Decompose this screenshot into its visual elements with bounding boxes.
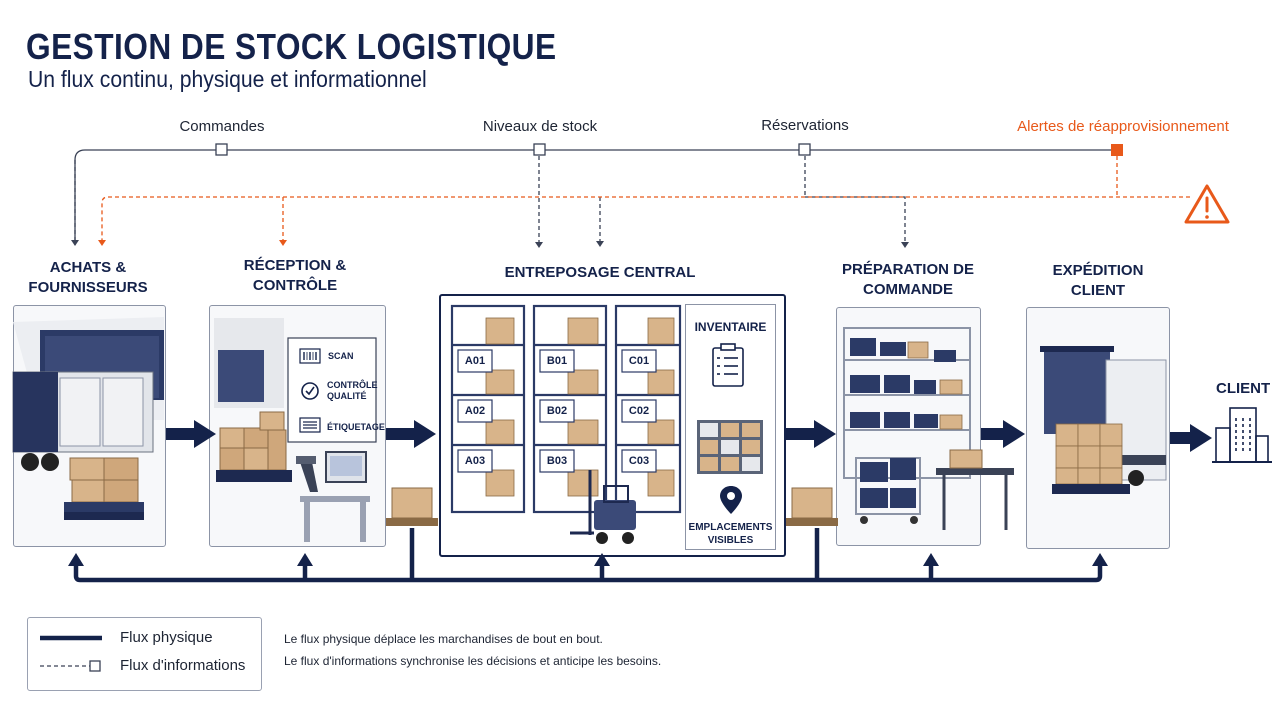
page-title: GESTION DE STOCK LOGISTIQUE [26, 26, 557, 67]
page-subtitle: Un flux continu, physique et information… [28, 66, 427, 92]
stage-title-line: CONTRÔLE [252, 277, 338, 294]
stage-title-line: COMMANDE [862, 281, 953, 298]
rack-label: C02 [628, 405, 650, 417]
stage-title-line: FOURNISSEURS [28, 279, 148, 296]
info-arrowheads [71, 240, 909, 248]
rack-label: A01 [464, 355, 486, 367]
client-label: CLIENT [1216, 380, 1271, 397]
alert-arrowheads [98, 240, 287, 246]
location-grid-icon [697, 420, 763, 474]
stage-title-line: PRÉPARATION DE [842, 261, 974, 278]
pallet-icon [907, 341, 963, 430]
stage-title-shipping: EXPÉDITION CLIENT [1053, 261, 1144, 301]
legend-swatches [40, 635, 102, 672]
rack-label: A02 [464, 405, 486, 417]
stage-title-line: CLIENT [1070, 282, 1126, 299]
check-labeling-label: ÉTIQUETAGE [327, 422, 385, 432]
clipboard-icon [712, 343, 744, 387]
stage-title-line: ACHATS & [49, 259, 127, 276]
building-icon [1212, 407, 1272, 463]
check-circle-icon [301, 382, 319, 400]
stage-title-reception: RÉCEPTION & CONTRÔLE [244, 256, 347, 296]
location-pin-icon [720, 486, 742, 514]
legend-info-label: Flux d'informations [120, 657, 246, 674]
info-node-stock [533, 143, 546, 156]
label-icon [299, 417, 321, 433]
legend: Flux physique Flux d'informations [27, 617, 262, 691]
check-quality-line: QUALITÉ [327, 391, 367, 401]
rack-label: B01 [546, 355, 568, 367]
info-node-reservations [798, 143, 811, 156]
table-icon [936, 449, 1014, 530]
info-label-reservations: Réservations [761, 117, 849, 134]
stage-title-line: ENTREPOSAGE CENTRAL [504, 264, 696, 281]
rack-tags [457, 349, 657, 473]
computer-workstation-icon [300, 451, 370, 542]
locations-line: VISIBLES [707, 535, 754, 546]
locations-line: EMPLACEMENTS [688, 522, 773, 533]
pallet-base [1052, 484, 1130, 494]
physical-return-bus [73, 528, 1103, 583]
rack-label: B03 [546, 455, 568, 467]
check-quality-line: CONTRÔLE [327, 380, 378, 390]
info-label-restock-alerts: Alertes de réapprovisionnement [1017, 118, 1229, 135]
description-information: Le flux d'informations synchronise les d… [284, 654, 662, 668]
scanner-icon [296, 456, 318, 492]
return-arrowheads [68, 553, 1108, 566]
rack-label: B02 [546, 405, 568, 417]
storage-racks [450, 304, 682, 514]
legend-info-node [89, 660, 101, 672]
alert-flow [101, 156, 1190, 240]
stage-title-picking: PRÉPARATION DE COMMANDE [842, 260, 974, 300]
picking-bins [850, 338, 956, 428]
check-quality-label: CONTRÔLE QUALITÉ [327, 380, 378, 402]
truck-icon [12, 317, 164, 471]
rack-label: C03 [628, 455, 650, 467]
forklift-icon [570, 470, 636, 544]
info-label-orders: Commandes [179, 118, 265, 135]
info-node-alerts [1111, 144, 1123, 156]
rack-boxes [485, 317, 675, 497]
stage-title-purchasing: ACHATS & FOURNISSEURS [28, 258, 147, 298]
rack-label: A03 [464, 455, 486, 467]
barcode-icon [299, 348, 321, 364]
cart-icon [855, 457, 921, 524]
stage-title-storage: ENTREPOSAGE CENTRAL [505, 263, 696, 283]
description-physical: Le flux physique déplace les marchandise… [284, 632, 603, 646]
physical-flow-arrows [166, 420, 1212, 452]
locations-label: EMPLACEMENTS VISIBLES [686, 521, 775, 547]
info-flow-bus [74, 149, 1117, 245]
inventory-label: INVENTAIRE [694, 320, 767, 334]
info-node-orders [215, 143, 228, 156]
pallet-icon [1055, 423, 1123, 485]
stage-title-line: RÉCEPTION & [243, 257, 347, 274]
pallet-icon [216, 411, 292, 482]
pallet-icon [386, 487, 438, 526]
rack-label: C01 [628, 355, 650, 367]
pallet-icon [786, 487, 838, 526]
dock-door-icon [214, 318, 284, 408]
info-label-stock-levels: Niveaux de stock [482, 118, 598, 135]
legend-physical-label: Flux physique [120, 629, 213, 646]
stage-title-line: EXPÉDITION [1052, 262, 1144, 279]
pallet-icon [64, 457, 144, 520]
dock-door-icon [1040, 346, 1114, 434]
check-scan-label: SCAN [328, 351, 354, 361]
warning-icon [1184, 184, 1230, 224]
